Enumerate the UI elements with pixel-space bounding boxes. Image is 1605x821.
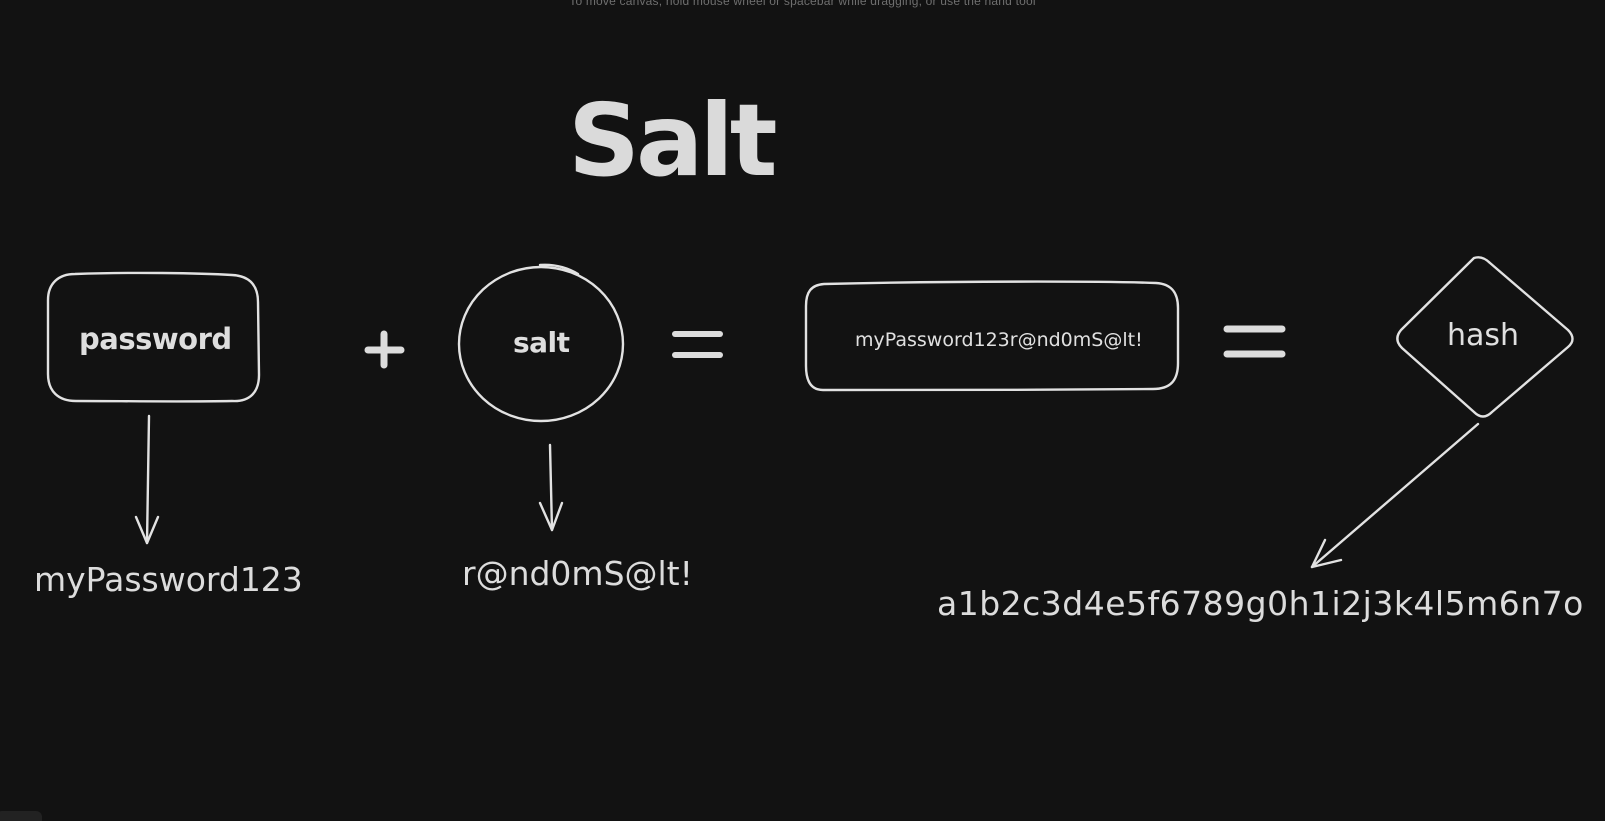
password-box-label[interactable]: password <box>79 322 232 356</box>
salt-arrow-head <box>538 501 564 532</box>
equals-operator-first <box>672 331 723 358</box>
hash-arrow[interactable] <box>1310 422 1480 569</box>
salt-circle-shape[interactable] <box>457 265 625 423</box>
salt-circle-overlap-stroke <box>538 263 580 276</box>
salt-value-text[interactable]: r@nd0mS@lt! <box>462 554 693 593</box>
hash-arrow-head <box>1310 538 1343 569</box>
salt-arrow[interactable] <box>548 443 554 532</box>
corner-toolbar-tab[interactable] <box>0 811 42 821</box>
canvas-hint-text: To move canvas, hold mouse wheel or spac… <box>569 0 1036 8</box>
password-box-shape[interactable] <box>46 271 261 403</box>
salt-circle-label[interactable]: salt <box>513 326 570 359</box>
combined-box-label[interactable]: myPassword123r@nd0mS@lt! <box>855 329 1143 351</box>
combined-box-shape[interactable] <box>804 280 1180 392</box>
equals-operator-second <box>1223 325 1286 358</box>
hash-diamond-shape[interactable] <box>1396 256 1574 418</box>
page-title[interactable]: Salt <box>568 82 778 199</box>
password-arrow-head <box>134 515 160 545</box>
hash-diamond-label[interactable]: hash <box>1447 318 1520 353</box>
password-arrow[interactable] <box>145 414 151 545</box>
password-value-text[interactable]: myPassword123 <box>34 560 303 599</box>
plus-operator <box>364 330 405 369</box>
hash-value-text[interactable]: a1b2c3d4e5f6789g0h1i2j3k4l5m6n7o <box>937 584 1584 623</box>
